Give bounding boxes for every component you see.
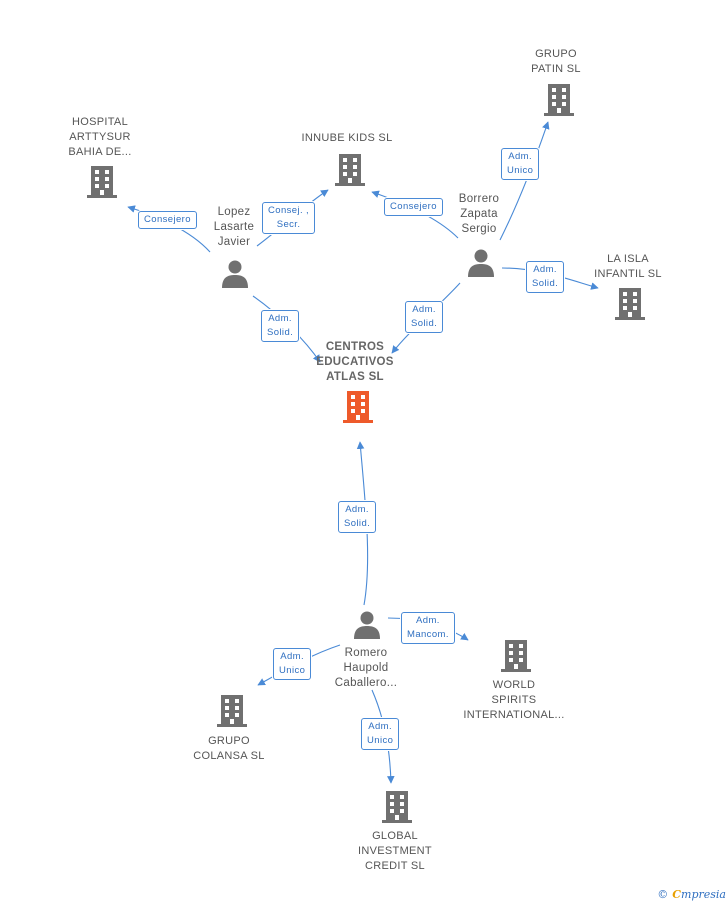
copyright-icon: © (657, 888, 669, 901)
edge-label-romero-world[interactable]: Adm. Mancom. (401, 612, 455, 644)
label-line: CREDIT SL (365, 860, 425, 872)
brand-footer[interactable]: ©Cmpresia (657, 888, 726, 901)
label-line: INVESTMENT (358, 845, 432, 857)
edge-label-line: Solid. (411, 318, 438, 329)
label-line: GLOBAL (372, 830, 418, 842)
label-line: Caballero... (334, 677, 398, 689)
person-icon (354, 611, 380, 639)
edge-label-line: Consej. , (268, 205, 310, 216)
building-icon (335, 154, 365, 186)
building-icon (544, 84, 574, 116)
edge-label-borrero-innube[interactable]: Consejero (384, 198, 443, 216)
person-icon (468, 249, 494, 277)
person-icon (222, 260, 248, 288)
node-romero-haupold-caballero[interactable]: Romero Haupold Caballero... (326, 646, 406, 691)
label-line: INFANTIL SL (594, 268, 662, 280)
label-line: INTERNATIONAL... (463, 709, 565, 721)
edge-label-line: Solid. (344, 518, 371, 529)
edge-label-line: Mancom. (407, 629, 449, 640)
edge-label-line: Unico (279, 665, 306, 676)
label-line: Lasarte (213, 221, 255, 233)
node-lopez-lasarte-javier[interactable]: Lopez Lasarte Javier (203, 205, 265, 250)
center-building-icon (343, 391, 373, 423)
label-line: ATLAS SL (326, 371, 384, 383)
edge-label-line: Adm. (508, 151, 533, 162)
edge-label-lopez-hospital[interactable]: Consejero (138, 211, 197, 229)
building-icon (615, 288, 645, 320)
label-line: GRUPO (535, 48, 577, 60)
label-line: INNUBE KIDS SL (301, 132, 393, 144)
node-world-spirits-international[interactable]: WORLD SPIRITS INTERNATIONAL... (461, 678, 567, 723)
label-line: WORLD (492, 679, 536, 691)
edge-label-line: Adm. (416, 615, 440, 626)
edge-label-lopez-centros[interactable]: Adm. Solid. (261, 310, 300, 342)
edge-label-romero-global[interactable]: Adm. Unico (361, 718, 400, 750)
node-la-isla-infantil[interactable]: LA ISLA INFANTIL SL (588, 252, 668, 282)
edge-label-borrero-centros[interactable]: Adm. Solid. (405, 301, 444, 333)
edge-label-line: Secr. (276, 219, 301, 230)
label-line: LA ISLA (607, 253, 649, 265)
label-line: COLANSA SL (193, 750, 265, 762)
node-centros-educativos-atlas[interactable]: CENTROS EDUCATIVOS ATLAS SL (313, 340, 397, 385)
edge-borrero-patin (499, 121, 550, 241)
edge-label-line: Consejero (144, 214, 191, 225)
edge-label-line: Adm. (533, 264, 557, 275)
edge-label-line: Adm. (412, 304, 436, 315)
brand-logo-letter: C (672, 888, 682, 901)
edge-label-line: Adm. (280, 651, 305, 662)
edge-label-borrero-patin[interactable]: Adm. Unico (501, 148, 540, 180)
label-line: Haupold (343, 662, 389, 674)
edge-label-romero-centros[interactable]: Adm. Solid. (338, 501, 377, 533)
edge-label-lopez-innube[interactable]: Consej. , Secr. (262, 202, 316, 234)
node-borrero-zapata-sergio[interactable]: Borrero Zapata Sergio (448, 192, 510, 237)
edge-label-line: Solid. (267, 327, 294, 338)
label-line: Javier (217, 236, 251, 248)
building-icon (501, 640, 531, 672)
node-grupo-patin[interactable]: GRUPO PATIN SL (520, 47, 592, 77)
edge-label-line: Adm. (368, 721, 393, 732)
edge-label-line: Unico (367, 735, 394, 746)
brand-logo-text: mpresia (681, 888, 726, 901)
label-line: SPIRITS (491, 694, 537, 706)
label-line: HOSPITAL (72, 116, 128, 128)
node-grupo-colansa[interactable]: GRUPO COLANSA SL (189, 734, 269, 764)
label-line: Borrero (458, 193, 500, 205)
edge-label-borrero-isla[interactable]: Adm. Solid. (526, 261, 565, 293)
building-icon (382, 791, 412, 823)
edge-label-line: Unico (507, 165, 534, 176)
edge-label-romero-colansa[interactable]: Adm. Unico (273, 648, 312, 680)
label-line: Romero (344, 647, 388, 659)
label-line: CENTROS (325, 341, 385, 353)
label-line: ARTTYSUR (69, 131, 131, 143)
edge-label-line: Consejero (390, 201, 437, 212)
label-line: Sergio (461, 223, 497, 235)
edge-label-line: Adm. (268, 313, 292, 324)
node-global-investment-credit[interactable]: GLOBAL INVESTMENT CREDIT SL (355, 829, 435, 874)
building-icon (87, 166, 117, 198)
edge-label-line: Solid. (532, 278, 559, 289)
node-innube-kids[interactable]: INNUBE KIDS SL (297, 131, 397, 146)
label-line: Zapata (460, 208, 498, 220)
label-line: GRUPO (208, 735, 250, 747)
node-hospital-arttysur[interactable]: HOSPITAL ARTTYSUR BAHIA DE... (64, 115, 136, 160)
building-icon (217, 695, 247, 727)
label-line: PATIN SL (531, 63, 581, 75)
label-line: Lopez (217, 206, 251, 218)
label-line: EDUCATIVOS (316, 356, 394, 368)
edge-label-line: Adm. (345, 504, 369, 515)
label-line: BAHIA DE... (68, 146, 132, 158)
